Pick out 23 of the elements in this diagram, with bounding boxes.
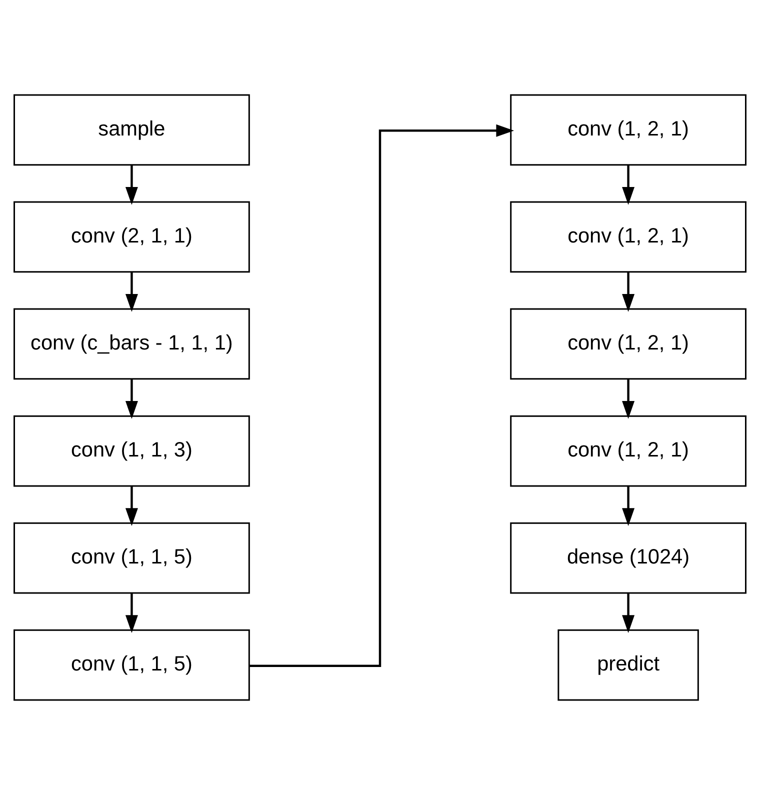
arrow: [622, 486, 635, 526]
arrow: [622, 164, 635, 205]
arrow: [125, 164, 138, 205]
node-box: conv (1, 2, 1): [510, 201, 746, 273]
node-box: predict: [558, 629, 699, 701]
arrow: [622, 593, 635, 633]
arrow: [125, 379, 138, 419]
node-box: conv (1, 1, 5): [14, 522, 250, 594]
node-box: conv (2, 1, 1): [14, 201, 250, 273]
node-box: conv (1, 2, 1): [510, 94, 746, 166]
arrow: [249, 124, 514, 667]
node-box: conv (1, 1, 5): [14, 629, 250, 701]
node-box: conv (1, 2, 1): [510, 308, 746, 380]
node-box: conv (c_bars - 1, 1, 1): [14, 308, 250, 380]
node-box: conv (1, 2, 1): [510, 415, 746, 487]
arrow: [622, 379, 635, 419]
node-box: dense (1024): [510, 522, 746, 594]
arrow: [125, 593, 138, 633]
arrow: [622, 272, 635, 312]
node-box: sample: [14, 94, 250, 166]
arrow: [125, 486, 138, 526]
node-box: conv (1, 1, 3): [14, 415, 250, 487]
arrow: [125, 272, 138, 312]
